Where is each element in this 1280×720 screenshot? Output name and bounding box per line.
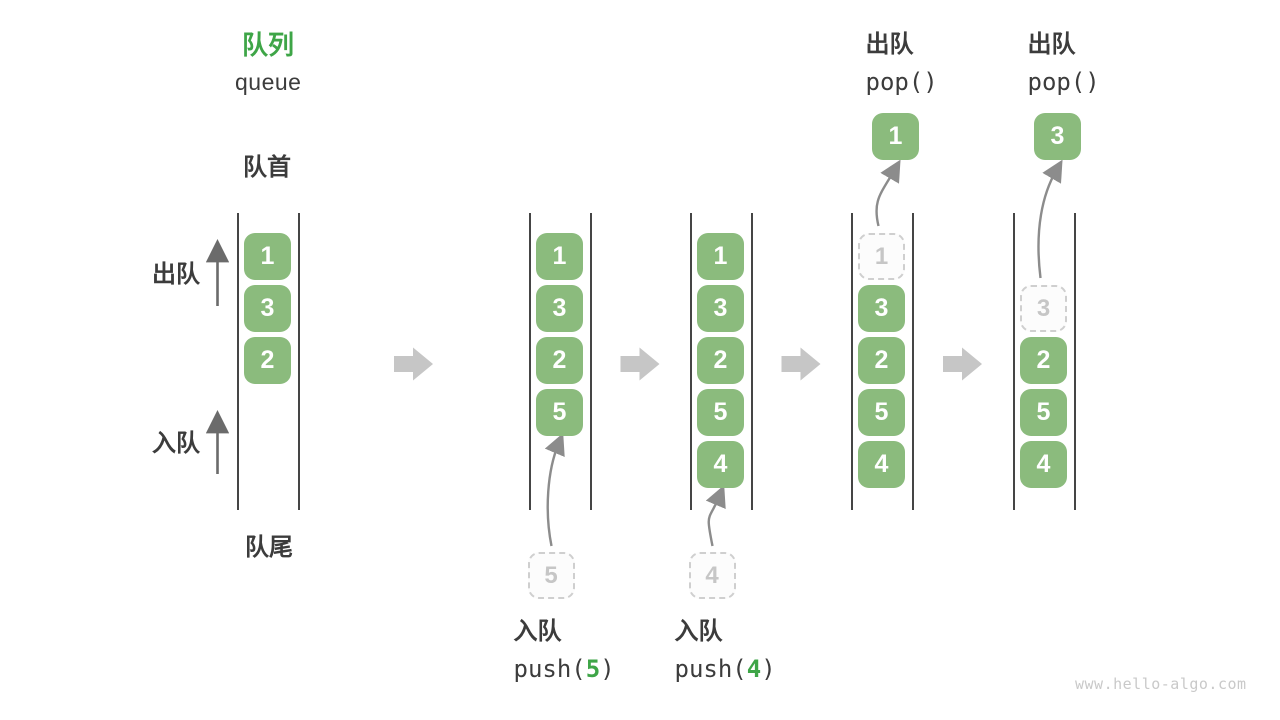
watermark: www.hello-algo.com <box>1075 675 1247 693</box>
incoming-element-box: 5 <box>527 552 575 599</box>
stage-transition-arrow-icon <box>394 347 433 381</box>
queue-cell: 5 <box>858 389 905 436</box>
queue-wall-left <box>851 213 853 510</box>
push-code-argument: 4 <box>746 655 762 683</box>
incoming-element-box: 4 <box>688 552 736 599</box>
dequeue-action: 出队 pop() <box>1027 31 1100 96</box>
queue-wall-left <box>690 213 692 510</box>
pop-code: pop() <box>1027 68 1100 96</box>
queue-wall-left <box>529 213 531 510</box>
enqueue-action: 入队 push(5) <box>513 618 615 682</box>
push-code: push(5) <box>514 657 615 681</box>
push-code-argument: 5 <box>585 655 601 683</box>
push-code-text: push( <box>674 655 747 683</box>
queue-cell: 4 <box>697 441 744 488</box>
queue-cell: 5 <box>536 389 583 436</box>
push-code-text: ) <box>600 655 615 683</box>
queue-wall-left <box>237 213 239 510</box>
queue-wall-right <box>912 213 914 510</box>
queue-cell: 3 <box>697 285 744 332</box>
queue-cell-ghost: 1 <box>858 233 905 280</box>
stage-transition-arrow-icon <box>943 347 982 381</box>
popped-element-box: 1 <box>872 113 919 160</box>
enqueue-motion-arrow-icon <box>705 484 726 547</box>
push-code: push(4) <box>675 657 776 681</box>
queue-wall-right <box>751 213 753 510</box>
queue-cell: 2 <box>536 337 583 384</box>
dequeue-motion-arrow-icon <box>1037 159 1063 279</box>
queue-cell: 2 <box>244 337 291 384</box>
queue-cell: 3 <box>244 285 291 332</box>
queue-front-label: 队首 <box>243 154 291 181</box>
push-code-text: ) <box>761 655 776 683</box>
dequeue-motion-arrow-icon <box>875 159 901 227</box>
queue-cell: 1 <box>536 233 583 280</box>
queue-cell: 4 <box>1020 441 1067 488</box>
queue-cell: 1 <box>697 233 744 280</box>
queue-cell: 1 <box>244 233 291 280</box>
diagram-subtitle: queue <box>235 69 302 95</box>
popped-element-box: 3 <box>1034 113 1081 160</box>
dequeue-action-label: 出队 <box>1027 31 1076 58</box>
enqueue-action-label: 入队 <box>674 618 723 645</box>
queue-cell: 5 <box>1020 389 1067 436</box>
queue-wall-right <box>1074 213 1076 510</box>
enqueue-action: 入队 push(4) <box>674 618 776 682</box>
enqueue-motion-arrow-icon <box>544 432 565 547</box>
dequeue-side-label: 出队 <box>152 261 200 288</box>
push-code-text: push( <box>513 655 586 683</box>
queue-cell-ghost: 3 <box>1020 285 1067 332</box>
pop-code: pop() <box>865 68 938 96</box>
queue-cell: 2 <box>697 337 744 384</box>
queue-wall-right <box>298 213 300 510</box>
queue-cell: 3 <box>858 285 905 332</box>
queue-wall-right <box>590 213 592 510</box>
enqueue-action-label: 入队 <box>513 618 562 645</box>
diagram-title: 队列 <box>242 30 295 60</box>
dequeue-action: 出队 pop() <box>865 31 938 96</box>
queue-cell: 2 <box>858 337 905 384</box>
queue-cell: 4 <box>858 441 905 488</box>
dequeue-action-label: 出队 <box>865 31 914 58</box>
queue-cell: 3 <box>536 285 583 332</box>
queue-rear-label: 队尾 <box>245 534 293 561</box>
stage-transition-arrow-icon <box>781 347 821 381</box>
enqueue-side-label: 入队 <box>152 430 200 457</box>
queue-wall-left <box>1013 213 1015 510</box>
stage-transition-arrow-icon <box>620 347 660 381</box>
queue-cell: 5 <box>697 389 744 436</box>
queue-cell: 2 <box>1020 337 1067 384</box>
